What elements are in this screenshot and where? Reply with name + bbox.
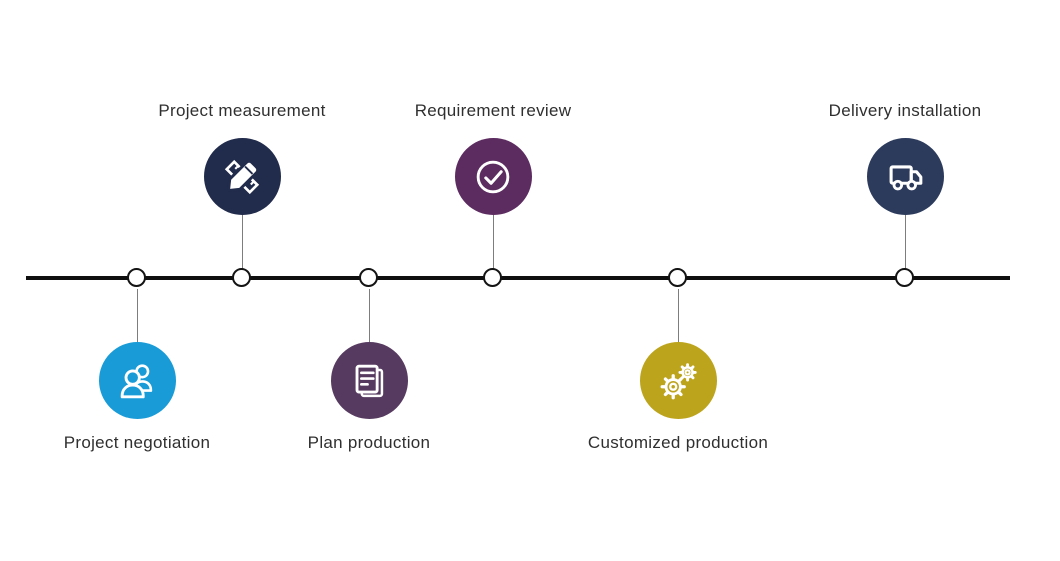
check-circle-icon — [476, 160, 510, 193]
timeline-axis — [26, 276, 1010, 280]
milestone-label: Delivery installation — [828, 101, 982, 120]
document-icon — [355, 364, 384, 397]
milestone-bubble — [454, 138, 532, 215]
connector-line — [368, 289, 370, 344]
milestone-bubble — [639, 342, 717, 419]
ruler-pencil-icon — [224, 159, 260, 194]
timeline-node — [668, 268, 687, 287]
milestone-label: Requirement review — [414, 101, 572, 120]
timeline-node — [359, 268, 378, 287]
timeline-node — [127, 268, 146, 287]
people-icon — [120, 363, 153, 398]
milestone-bubble — [98, 342, 176, 419]
milestone-label: Plan production — [307, 433, 431, 452]
milestone-bubble — [866, 138, 944, 215]
milestone-bubble — [203, 138, 281, 215]
connector-line — [677, 289, 679, 344]
connector-line — [241, 214, 243, 269]
gears-icon — [660, 362, 697, 399]
timeline-node — [483, 268, 502, 287]
timeline-node — [232, 268, 251, 287]
milestone-bubble — [330, 342, 408, 419]
milestone-label: Customized production — [587, 433, 769, 452]
connector-line — [904, 214, 906, 269]
milestone-label: Project measurement — [158, 101, 326, 120]
timeline-node — [895, 268, 914, 287]
connector-line — [492, 214, 494, 269]
connector-line — [136, 289, 138, 344]
milestone-label: Project negotiation — [63, 433, 211, 452]
truck-icon — [889, 164, 923, 190]
